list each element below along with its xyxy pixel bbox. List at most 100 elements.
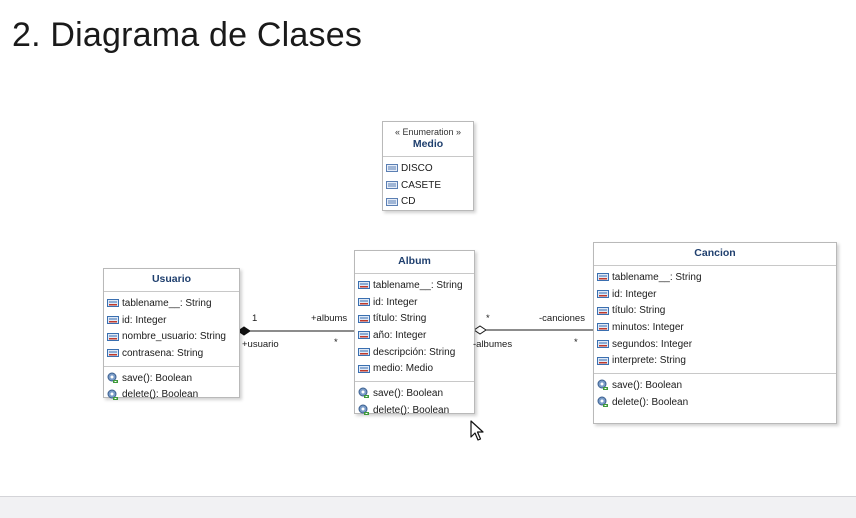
class-cancion-name: Cancion: [694, 247, 736, 259]
class-album-attributes: tablename__: String id: Integer título: …: [355, 274, 474, 381]
composition-diamond: [237, 326, 251, 336]
attribute-row[interactable]: nombre_usuario: String: [104, 328, 239, 345]
bottom-bar: [0, 496, 856, 518]
attribute-icon: [358, 279, 370, 291]
attribute-row[interactable]: minutos: Integer: [594, 319, 836, 336]
class-cancion[interactable]: Cancion tablename__: String id: Integer …: [593, 242, 837, 424]
enum-medio-header: « Enumeration » Medio: [383, 122, 473, 157]
enum-literal[interactable]: CASETE: [383, 177, 473, 194]
literal-icon: [386, 179, 398, 191]
class-album[interactable]: Album tablename__: String id: Integer tí…: [354, 250, 475, 416]
attribute-row[interactable]: título: String: [355, 310, 474, 327]
operation-label: delete(): Boolean: [122, 389, 199, 401]
slide-title: 2. Diagrama de Clases: [12, 16, 363, 54]
attribute-row[interactable]: descripción: String: [355, 344, 474, 361]
attribute-row[interactable]: contrasena: String: [104, 345, 239, 362]
class-usuario[interactable]: Usuario tablename__: String id: Integer …: [103, 268, 240, 401]
attribute-row[interactable]: año: Integer: [355, 327, 474, 344]
attribute-icon: [358, 296, 370, 308]
literal-label: CD: [401, 196, 416, 208]
class-usuario-name: Usuario: [151, 273, 192, 285]
attribute-row[interactable]: tablename__: String: [355, 277, 474, 294]
aggregation-diamond: [473, 325, 487, 335]
attribute-row[interactable]: tablename__: String: [104, 295, 239, 312]
attribute-row[interactable]: id: Integer: [594, 286, 836, 303]
attribute-label: medio: Medio: [373, 363, 434, 375]
class-usuario-header: Usuario: [104, 269, 239, 292]
operation-row[interactable]: delete(): Boolean: [594, 394, 836, 411]
attribute-icon: [597, 338, 609, 350]
role-canciones: -canciones: [539, 313, 585, 324]
attribute-icon: [107, 297, 119, 309]
role-albums: +albums: [311, 313, 348, 324]
literal-icon: [386, 162, 398, 174]
attribute-label: minutos: Integer: [612, 321, 684, 333]
operation-label: delete(): Boolean: [612, 396, 689, 408]
attribute-row[interactable]: id: Integer: [104, 312, 239, 329]
operation-icon: [358, 387, 370, 399]
operation-row[interactable]: delete(): Boolean: [104, 386, 239, 403]
literal-label: CASETE: [401, 179, 442, 191]
class-cancion-operations: save(): Boolean delete(): Boolean: [594, 373, 836, 414]
mouse-cursor-icon: [470, 420, 484, 441]
literal-icon: [386, 196, 398, 208]
attribute-row[interactable]: id: Integer: [355, 294, 474, 311]
attribute-label: segundos: Integer: [612, 338, 693, 350]
attribute-icon: [597, 288, 609, 300]
literal-label: DISCO: [401, 162, 433, 174]
operation-label: delete(): Boolean: [373, 404, 450, 416]
operation-label: save(): Boolean: [373, 387, 444, 399]
class-cancion-attributes: tablename__: String id: Integer título: …: [594, 266, 836, 373]
attribute-label: título: String: [373, 313, 427, 325]
attribute-row[interactable]: tablename__: String: [594, 269, 836, 286]
enum-literal[interactable]: CD: [383, 193, 473, 210]
operation-row[interactable]: save(): Boolean: [104, 370, 239, 387]
attribute-icon: [107, 314, 119, 326]
operation-row[interactable]: delete(): Boolean: [355, 402, 474, 419]
multiplicity-usuario-end: 1: [252, 313, 258, 324]
class-usuario-operations: save(): Boolean delete(): Boolean: [104, 365, 239, 407]
operation-label: save(): Boolean: [612, 379, 683, 391]
attribute-row[interactable]: medio: Medio: [355, 360, 474, 377]
operation-icon: [107, 389, 119, 401]
role-usuario: +usuario: [242, 339, 279, 350]
attribute-label: contrasena: String: [122, 347, 204, 359]
enum-medio[interactable]: « Enumeration » Medio DISCO CASETE CD: [382, 121, 474, 211]
operation-icon: [107, 372, 119, 384]
attribute-icon: [597, 271, 609, 283]
class-album-header: Album: [355, 251, 474, 274]
attribute-icon: [597, 321, 609, 333]
attribute-label: id: Integer: [373, 296, 418, 308]
class-cancion-header: Cancion: [594, 243, 836, 266]
class-album-name: Album: [398, 255, 431, 267]
operation-row[interactable]: save(): Boolean: [594, 377, 836, 394]
attribute-icon: [107, 347, 119, 359]
attribute-label: título: String: [612, 305, 666, 317]
attribute-icon: [358, 346, 370, 358]
attribute-label: tablename__: String: [612, 271, 702, 283]
attribute-label: año: Integer: [373, 329, 427, 341]
operation-icon: [597, 396, 609, 408]
attribute-icon: [358, 329, 370, 341]
attribute-label: interprete: String: [612, 355, 686, 367]
attribute-label: id: Integer: [612, 288, 657, 300]
multiplicity-album-end: *: [334, 337, 338, 348]
enum-literal[interactable]: DISCO: [383, 160, 473, 177]
operation-row[interactable]: save(): Boolean: [355, 385, 474, 402]
attribute-icon: [597, 305, 609, 317]
attribute-icon: [358, 363, 370, 375]
attribute-label: id: Integer: [122, 314, 167, 326]
operation-icon: [358, 404, 370, 416]
attribute-icon: [107, 331, 119, 343]
class-usuario-attributes: tablename__: String id: Integer nombre_u…: [104, 292, 239, 366]
class-album-operations: save(): Boolean delete(): Boolean: [355, 381, 474, 422]
role-albumes: -albumes: [473, 339, 513, 350]
enum-stereotype: « Enumeration »: [394, 127, 462, 137]
attribute-row[interactable]: segundos: Integer: [594, 336, 836, 353]
attribute-row[interactable]: título: String: [594, 302, 836, 319]
operation-label: save(): Boolean: [122, 372, 193, 384]
attribute-label: descripción: String: [373, 346, 456, 358]
operation-icon: [597, 379, 609, 391]
attribute-row[interactable]: interprete: String: [594, 352, 836, 369]
